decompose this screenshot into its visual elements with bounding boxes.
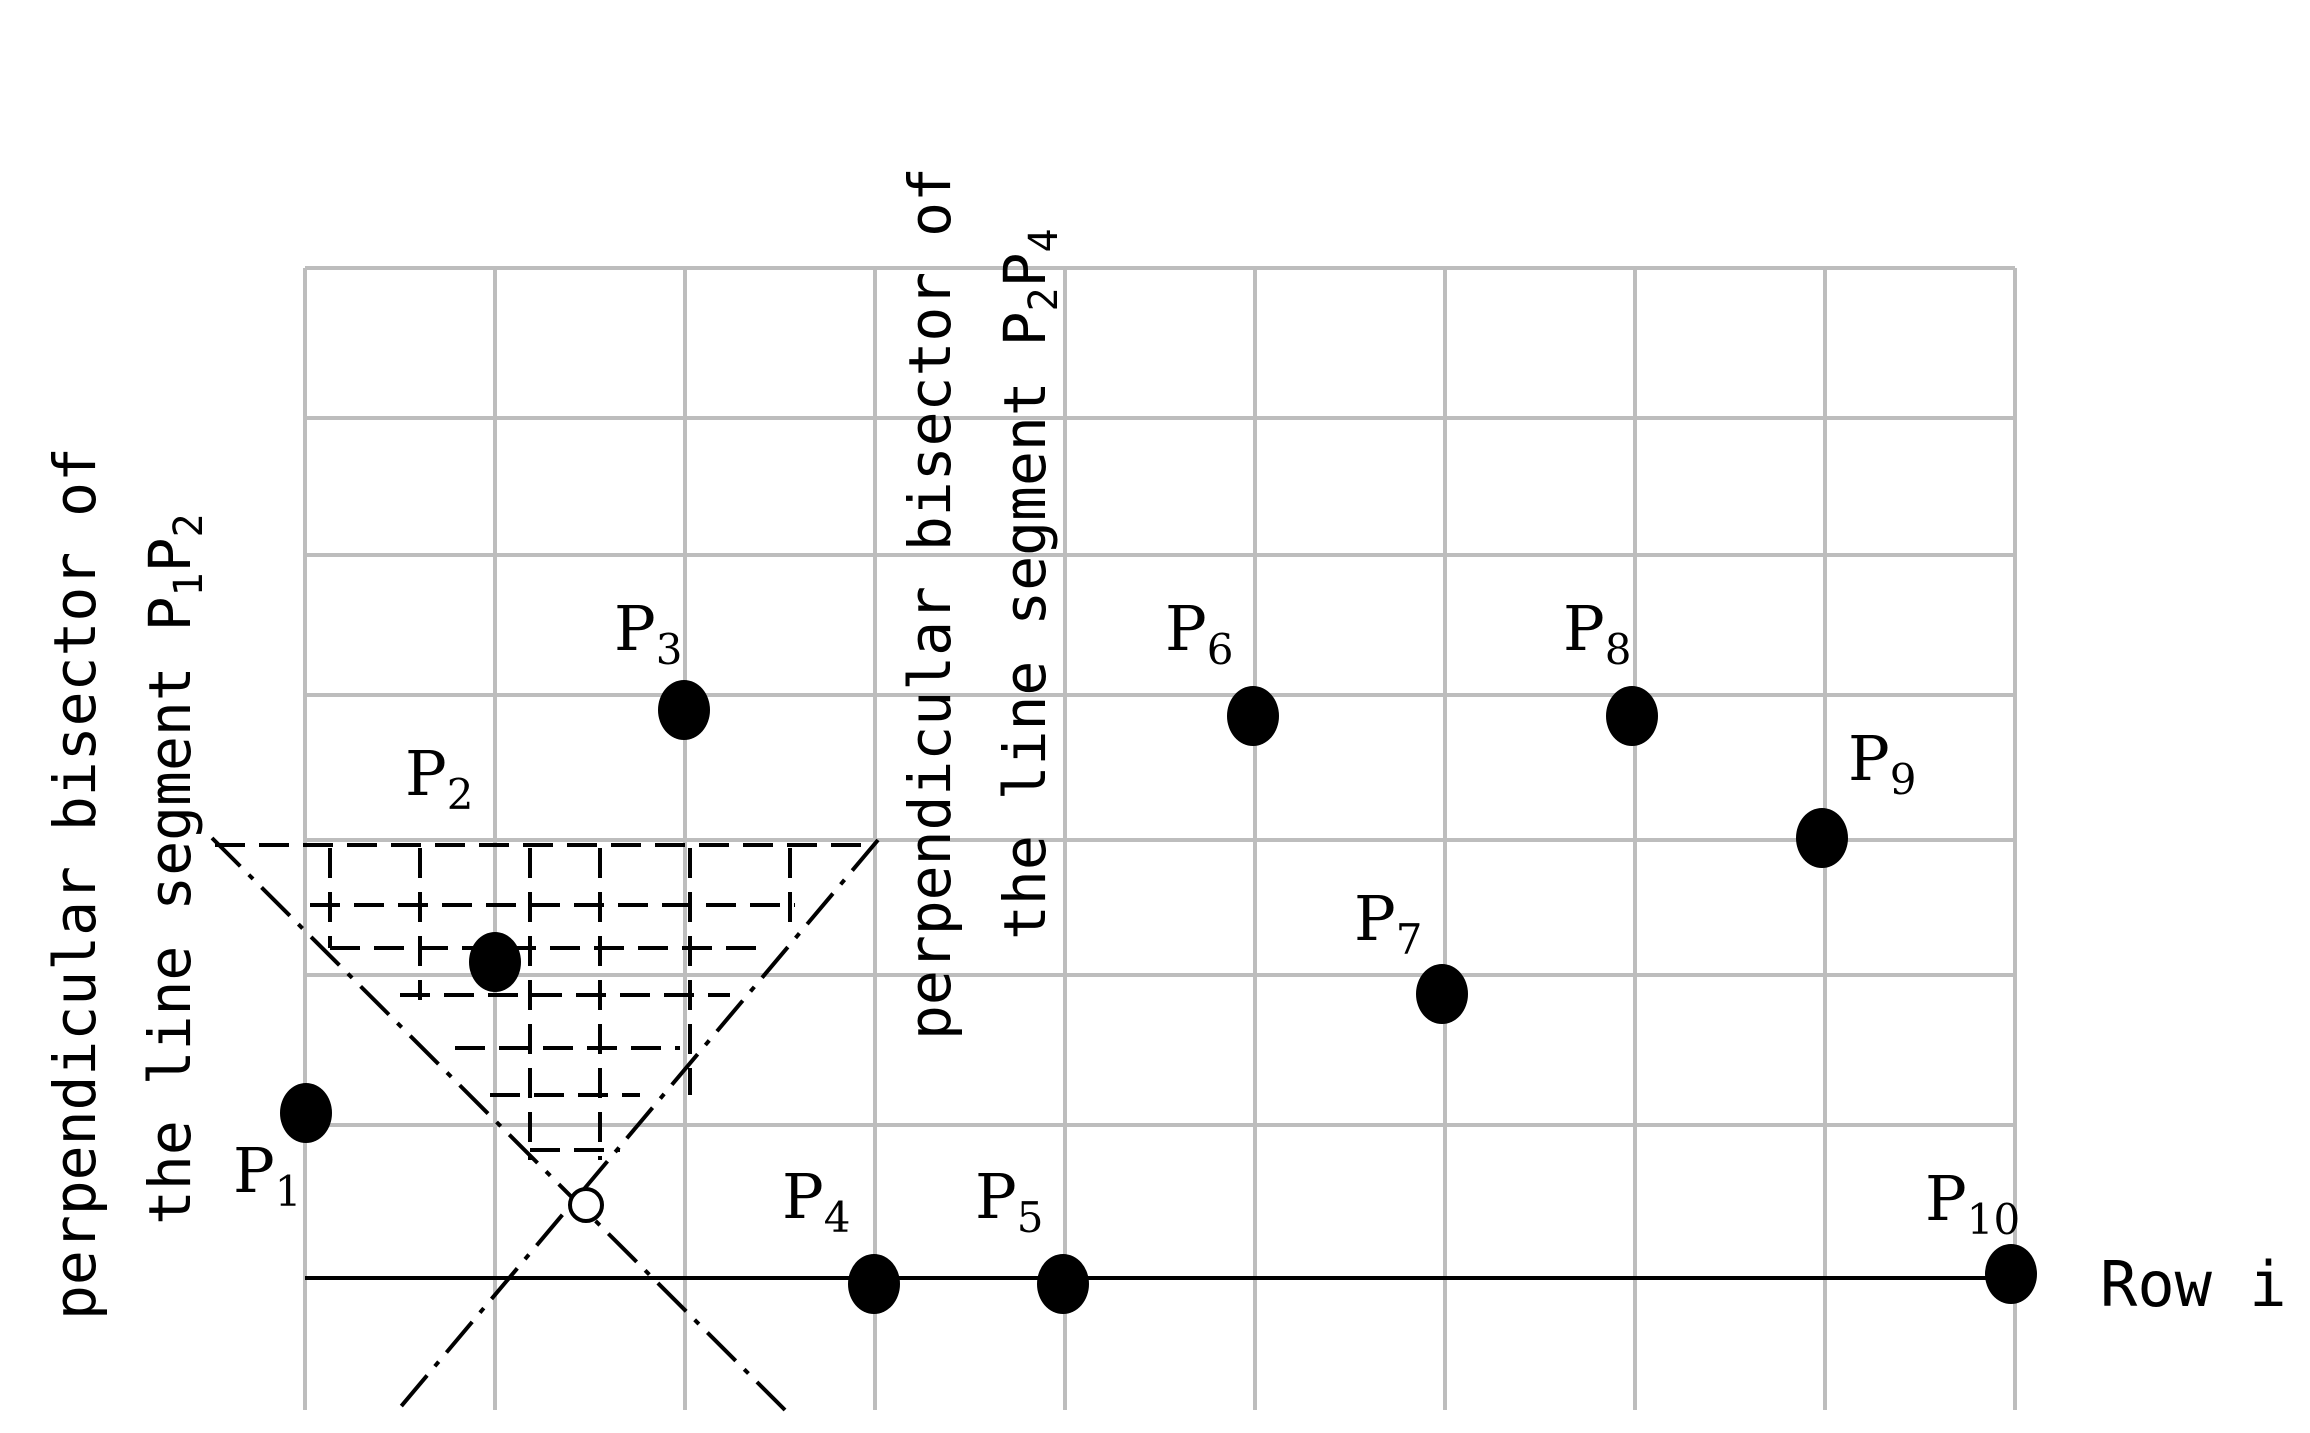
label-p10: P10 [1925, 1162, 2020, 1244]
svg-text:perpendicular bisector of: perpendicular bisector of [41, 447, 109, 1320]
bisector-p1p2-line [210, 836, 787, 1412]
point-p4 [848, 1254, 900, 1314]
hatched-region [215, 843, 875, 1160]
point-p10 [1985, 1244, 2037, 1304]
annotation-bisector-p2p4: perpendicular bisector of the line segme… [896, 167, 1067, 1040]
intersection-circle [568, 1187, 604, 1223]
label-p7: P7 [1354, 882, 1422, 964]
point-labels: P1 P2 P3 P4 P5 P6 P7 P8 P9 P10 [233, 592, 2020, 1244]
point-p5 [1037, 1254, 1089, 1314]
grid [303, 266, 2017, 1410]
point-p2 [469, 932, 521, 992]
annotation-bisector-p1p2: perpendicular bisector of the line segme… [41, 447, 212, 1320]
points [280, 680, 2037, 1314]
label-p4: P4 [782, 1160, 850, 1242]
label-p8: P8 [1563, 592, 1631, 674]
label-p3: P3 [614, 592, 682, 674]
bisector-lines [210, 836, 880, 1412]
label-p2: P2 [405, 737, 473, 819]
label-p5: P5 [975, 1160, 1043, 1242]
svg-text:perpendicular bisector of: perpendicular bisector of [896, 167, 964, 1040]
label-p1: P1 [233, 1134, 301, 1216]
svg-text:the line segment P2P4: the line segment P2P4 [991, 228, 1067, 940]
point-p6 [1227, 686, 1279, 746]
point-p8 [1606, 686, 1658, 746]
point-p9 [1796, 808, 1848, 868]
point-p3 [658, 680, 710, 740]
point-p1 [280, 1083, 332, 1143]
label-p6: P6 [1165, 592, 1233, 674]
bisector-p2p4-line [396, 838, 880, 1412]
svg-text:the line segment P1P2: the line segment P1P2 [136, 513, 212, 1225]
label-p9: P9 [1848, 722, 1916, 804]
point-p7 [1416, 964, 1468, 1024]
row-label: Row i [2100, 1248, 2287, 1321]
